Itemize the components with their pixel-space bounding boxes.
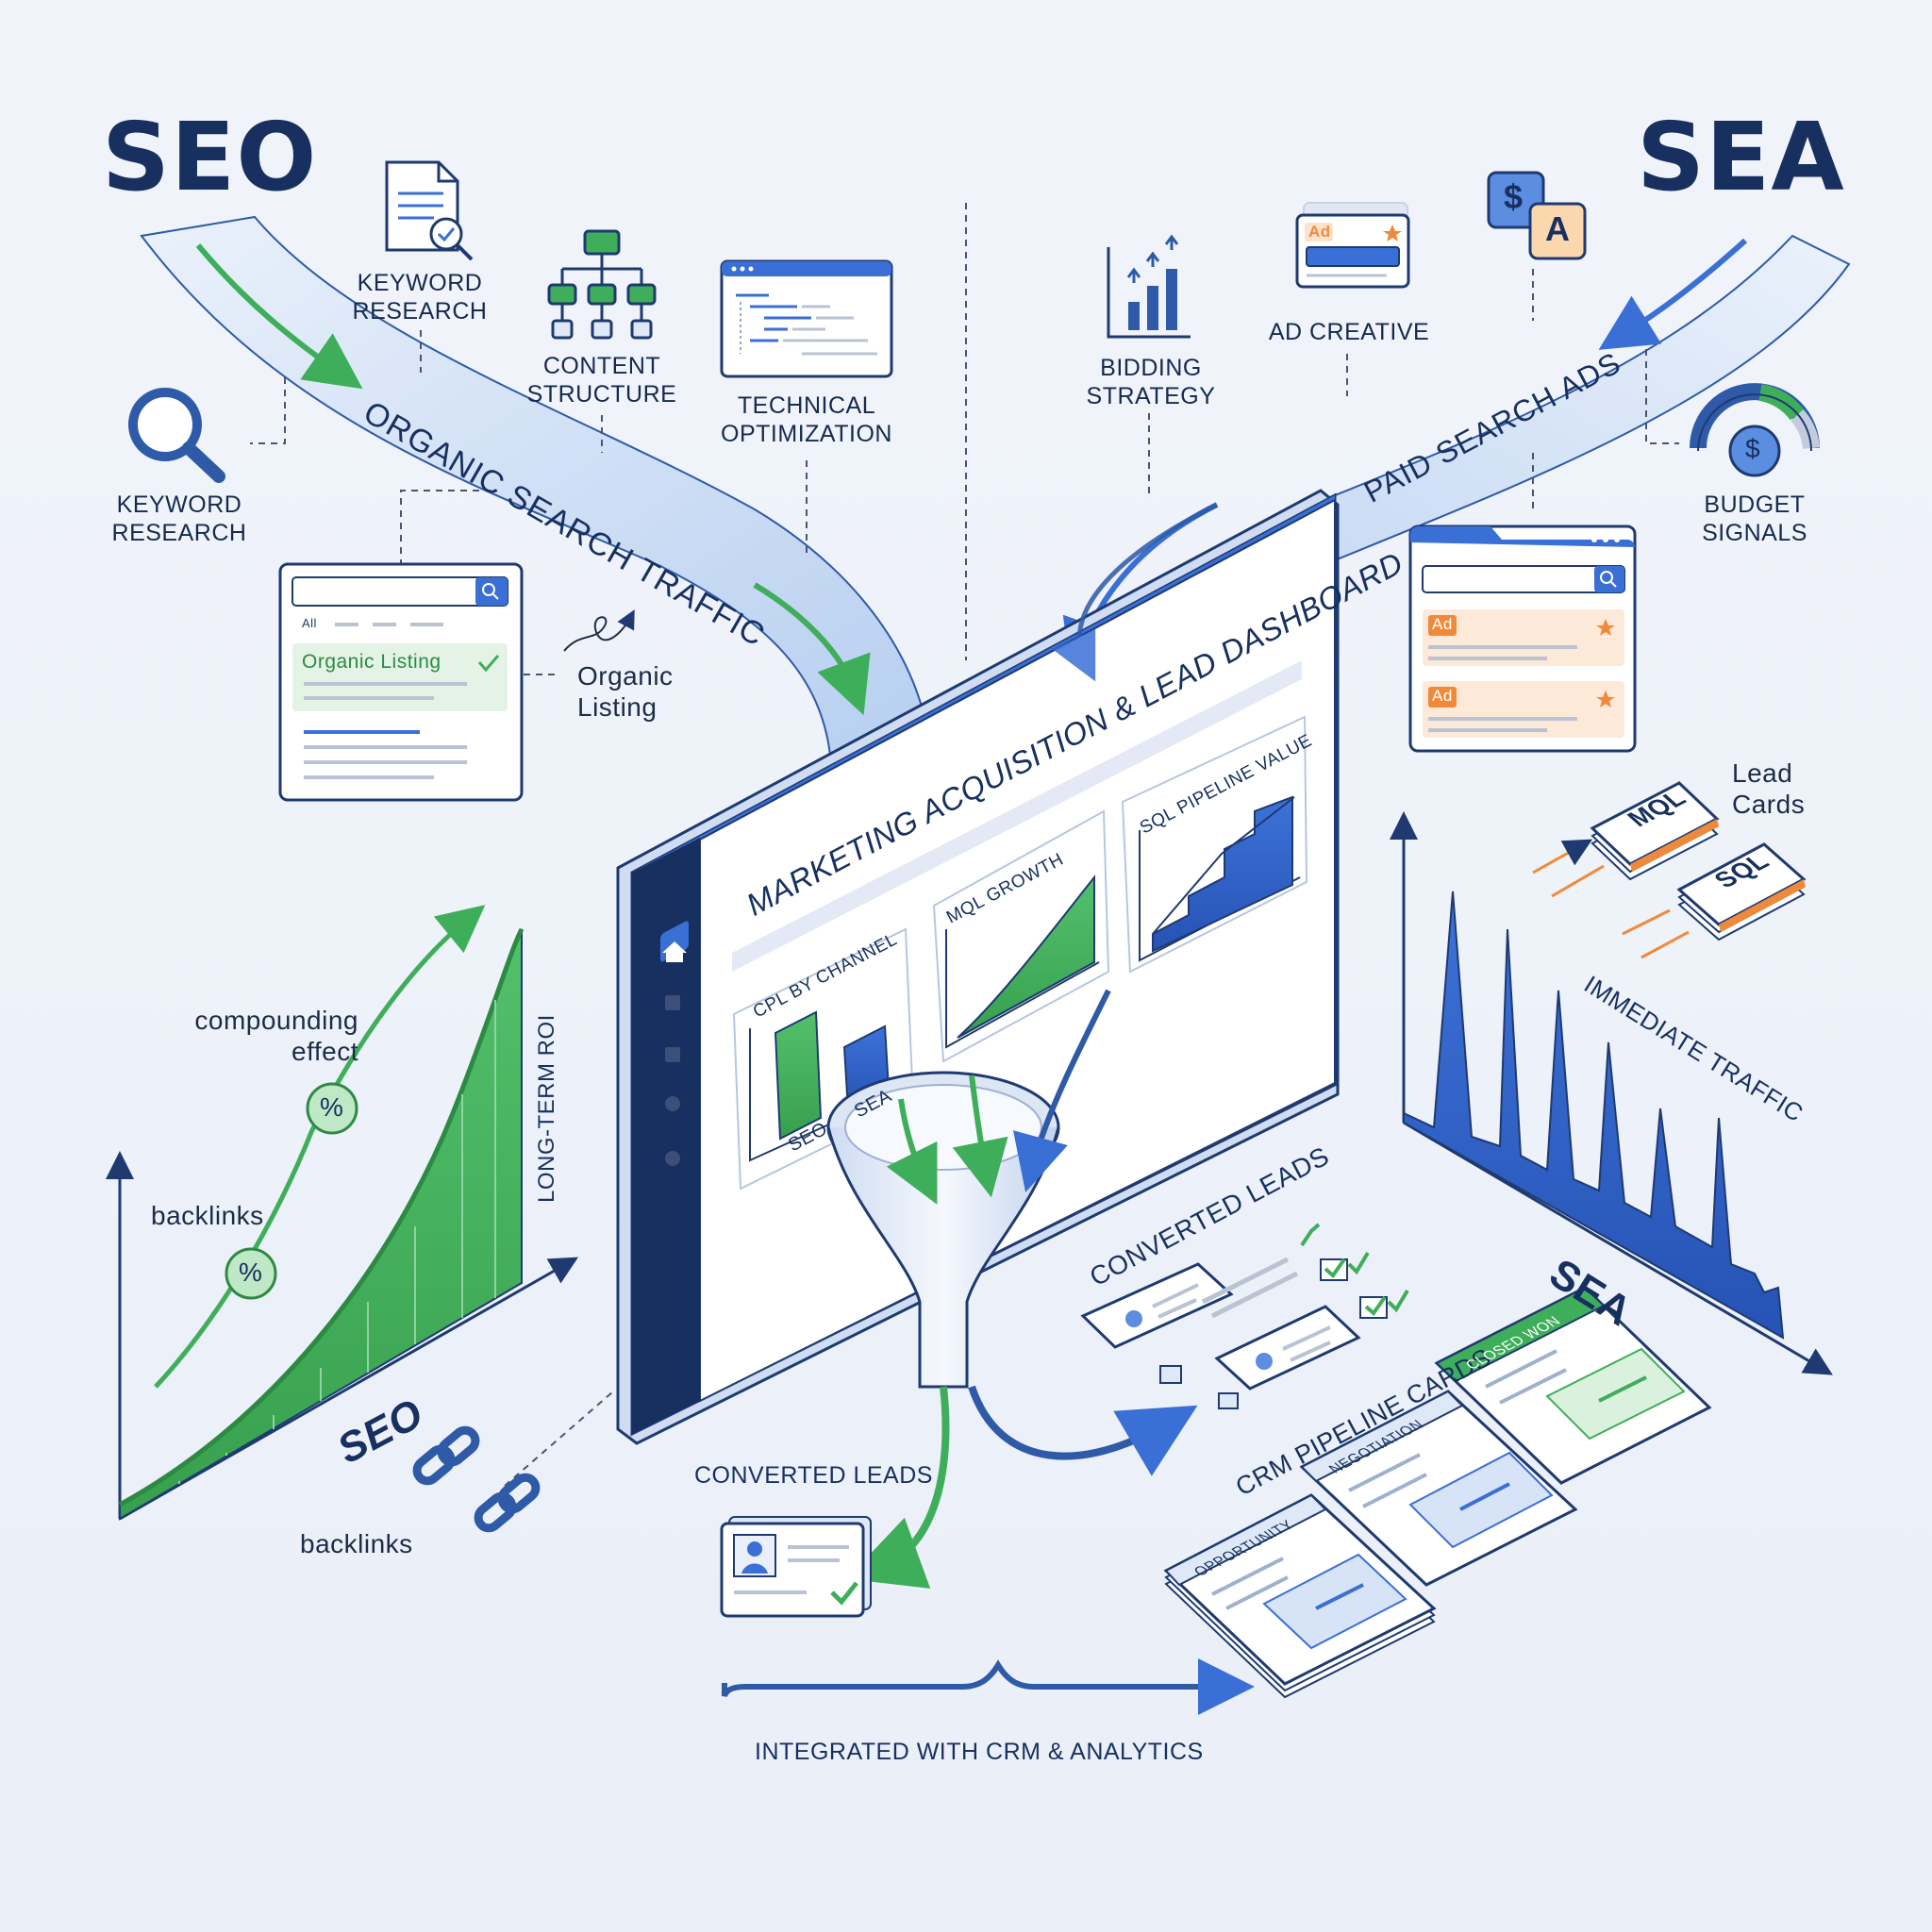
- footer-caption: INTEGRATED WITH CRM & ANALYTICS: [755, 1739, 1204, 1765]
- magnifier-icon: [128, 388, 225, 483]
- sea-arrow-top: [1598, 238, 1748, 350]
- bidding-bars-icon: [1107, 234, 1191, 339]
- sql-panel: [1121, 715, 1308, 974]
- content-structure-label: CONTENT STRUCTURE: [526, 353, 677, 408]
- organic-listing-text: Organic Listing: [302, 651, 441, 673]
- ad-creative-badge: Ad: [1308, 223, 1331, 241]
- paid-ad-badge-1: Ad: [1432, 615, 1453, 633]
- ad-creative-card: [1295, 202, 1410, 289]
- funnel-out-green: [846, 1386, 950, 1589]
- squiggle-pointer: [563, 609, 635, 652]
- letter-icon-glyph: A: [1545, 209, 1571, 248]
- sea-traffic-chart: [1390, 811, 1833, 1375]
- mql-panel: [932, 809, 1110, 1063]
- budget-dollar-glyph: $: [1745, 434, 1761, 463]
- budget-gauge-icon: [1690, 383, 1820, 477]
- seo-arrow-top: [195, 243, 363, 390]
- dollar-icon-glyph: $: [1504, 177, 1524, 216]
- seo-arrow-mid: [753, 582, 871, 716]
- paid-arrow-into-dashboard: [1053, 502, 1219, 682]
- percent-badge-bottom: %: [239, 1257, 263, 1287]
- organic-listing-callout: Organic Listing: [577, 661, 674, 722]
- keyword-research-label-left: KEYWORD RESEARCH: [111, 491, 247, 546]
- backlinks-bottom-label: backlinks: [300, 1529, 413, 1558]
- funnel-arrow-green-1: [886, 1098, 938, 1205]
- dollar-letter-icon: [1487, 171, 1587, 260]
- technical-optimization-label: TECHNICAL OPTIMIZATION: [721, 392, 892, 447]
- funnel-arrow-green-2: [952, 1074, 1008, 1198]
- ad-creative-label: AD CREATIVE: [1268, 319, 1430, 345]
- serp-tab-all: All: [302, 616, 317, 630]
- sea-title: SEA: [1637, 102, 1845, 212]
- dashed-connectors: [250, 203, 1679, 1487]
- converted-lead-card: [720, 1516, 872, 1618]
- code-window-icon: [720, 259, 893, 378]
- keyword-research-label-top: KEYWORD RESEARCH: [352, 270, 488, 325]
- bidding-strategy-label: BIDDING STRATEGY: [1086, 355, 1216, 409]
- footer-bracket-arrow: [722, 1658, 1255, 1715]
- backlinks-annotation: backlinks: [151, 1201, 264, 1230]
- lead-cards-label: Lead Cards: [1732, 758, 1806, 819]
- percent-badge-top: %: [320, 1092, 344, 1122]
- seo-growth-chart: [106, 905, 579, 1521]
- long-term-roi-label: LONG-TERM ROI: [534, 1014, 559, 1203]
- organic-serp-window: [278, 562, 524, 802]
- lead-cards-stack: [1532, 781, 1807, 959]
- document-search-icon: [385, 160, 474, 261]
- sitemap-icon: [547, 229, 657, 340]
- paid-serp-window: [1408, 525, 1637, 753]
- funnel-arrow-blue: [1012, 989, 1111, 1192]
- converted-leads-center-label: CONVERTED LEADS: [694, 1462, 933, 1489]
- compounding-effect-annotation: compounding effect: [194, 1006, 358, 1066]
- funnel-out-blue: [968, 1385, 1198, 1476]
- seo-title: SEO: [102, 102, 318, 212]
- converted-leads-cards: [1080, 1223, 1409, 1409]
- budget-signals-label: BUDGET SIGNALS: [1702, 491, 1807, 546]
- chain-link-icon: [412, 1425, 541, 1533]
- paid-ad-badge-2: Ad: [1432, 687, 1453, 705]
